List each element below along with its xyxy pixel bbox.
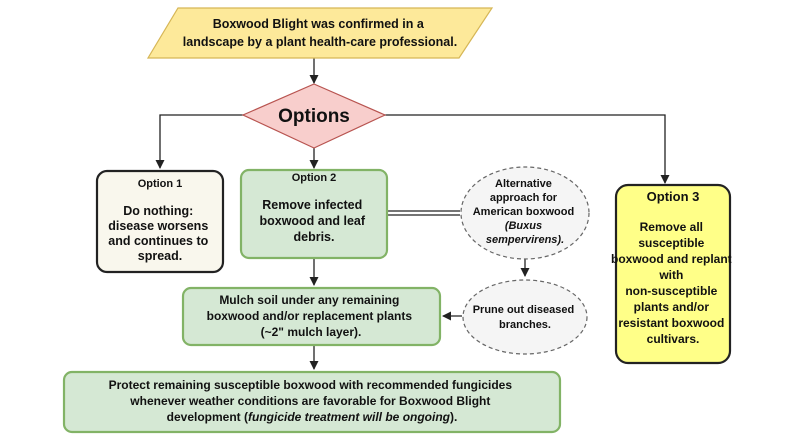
prune-line-1: Prune out diseased — [473, 304, 574, 316]
decision-node: Options — [241, 83, 387, 149]
option2-line-2: boxwood and leaf — [259, 214, 365, 228]
mulch-line-2: boxwood and/or replacement plants — [207, 309, 413, 323]
svg-text:Remove infected boxwood: Remove infected boxwood and leaf debris. — [259, 198, 368, 244]
prune-shape — [462, 279, 588, 355]
option3-line-8: cultivars. — [647, 332, 700, 346]
svg-text:Option 2: Option 2 — [292, 172, 337, 184]
option3-node: Option 3 Remove all susceptible boxwood … — [611, 183, 735, 365]
alternative-line-4: (Buxus — [505, 220, 542, 232]
start-node: Boxwood Blight was confirmed in a landsc… — [146, 7, 494, 59]
option3-line-7: resistant boxwood — [618, 316, 724, 330]
mulch-node: Mulch soil under any remaining boxwood a… — [181, 286, 442, 347]
alternative-line-1: Alternative — [495, 178, 552, 190]
option3-title: Option 3 — [647, 189, 700, 204]
protect-line-1: Protect remaining susceptible boxwood wi… — [109, 378, 513, 392]
svg-text:Prune out diseased branc: Prune out diseased branches. — [473, 304, 578, 331]
option3-line-5: non-susceptible — [625, 284, 717, 298]
option3-line-3: boxwood and replant — [611, 252, 732, 266]
alternative-line-5: sempervirens). — [486, 234, 564, 246]
start-line-1: Boxwood Blight was confirmed in a — [213, 17, 425, 31]
svg-text:Mulch soil under any remaining: Mulch soil under any remaining boxwood a… — [207, 293, 416, 339]
mulch-line-3: (~2" mulch layer). — [261, 325, 362, 339]
arrow-options-to-option3 — [352, 114, 670, 184]
alternative-line-3: American boxwood — [473, 206, 574, 218]
svg-text:Boxwood Blight was confirmed i: Boxwood Blight was confirmed in a landsc… — [183, 17, 457, 49]
svg-text:Option 3: Option 3 — [647, 189, 700, 204]
protect-node: Protect remaining susceptible boxwood wi… — [62, 370, 562, 434]
option2-node: Option 2 Remove infected boxwood and lea… — [239, 168, 389, 260]
alternative-line-2: approach for — [490, 192, 558, 204]
option2-line-1: Remove infected — [262, 198, 362, 212]
option1-node: Option 1 Do nothing: disease worsens and… — [95, 169, 225, 274]
option1-line-1: Do nothing: — [123, 204, 193, 218]
option3-line-4: with — [658, 268, 683, 282]
option1-title: Option 1 — [138, 178, 183, 190]
start-shape — [146, 7, 494, 59]
protect-line-3: development (fungicide treatment will be… — [167, 410, 458, 424]
prune-node: Prune out diseased branches. — [462, 279, 588, 355]
arrow-options-to-option1 — [155, 114, 276, 169]
option2-box — [239, 168, 389, 260]
connectors — [155, 58, 670, 370]
option3-line-2: susceptible — [638, 236, 704, 250]
decision-label: Options — [278, 106, 350, 127]
mulch-box — [181, 286, 442, 347]
svg-text:Alternative approach for: Alternative approach for American boxwoo… — [473, 178, 578, 246]
svg-text:Do nothing: disease wors: Do nothing: disease worsens and continue… — [108, 204, 212, 263]
option1-line-3: and continues to — [108, 234, 208, 248]
option1-line-2: disease worsens — [108, 219, 208, 233]
protect-box — [62, 370, 562, 434]
svg-text:Protect remaining susceptible: Protect remaining susceptible boxwood wi… — [109, 378, 516, 424]
option3-line-1: Remove all — [640, 220, 703, 234]
option3-box — [614, 183, 732, 365]
option1-line-4: spread. — [138, 249, 182, 263]
alternative-node: Alternative approach for American boxwoo… — [460, 166, 590, 260]
alternative-shape — [460, 166, 590, 260]
start-line-2: landscape by a plant health-care profess… — [183, 35, 457, 49]
svg-text:Remove all susceptible: Remove all susceptible boxwood and repla… — [611, 220, 735, 346]
option2-line-3: debris. — [294, 230, 335, 244]
option2-title: Option 2 — [292, 172, 337, 184]
protect-line-2: whenever weather conditions are favorabl… — [129, 394, 490, 408]
mulch-line-1: Mulch soil under any remaining — [219, 293, 399, 307]
svg-text:Option 1: Option 1 — [138, 178, 183, 190]
option1-box — [95, 169, 225, 274]
decision-shape — [241, 83, 387, 149]
prune-line-2: branches. — [499, 319, 551, 331]
option3-line-6: plants and/or — [634, 300, 710, 314]
